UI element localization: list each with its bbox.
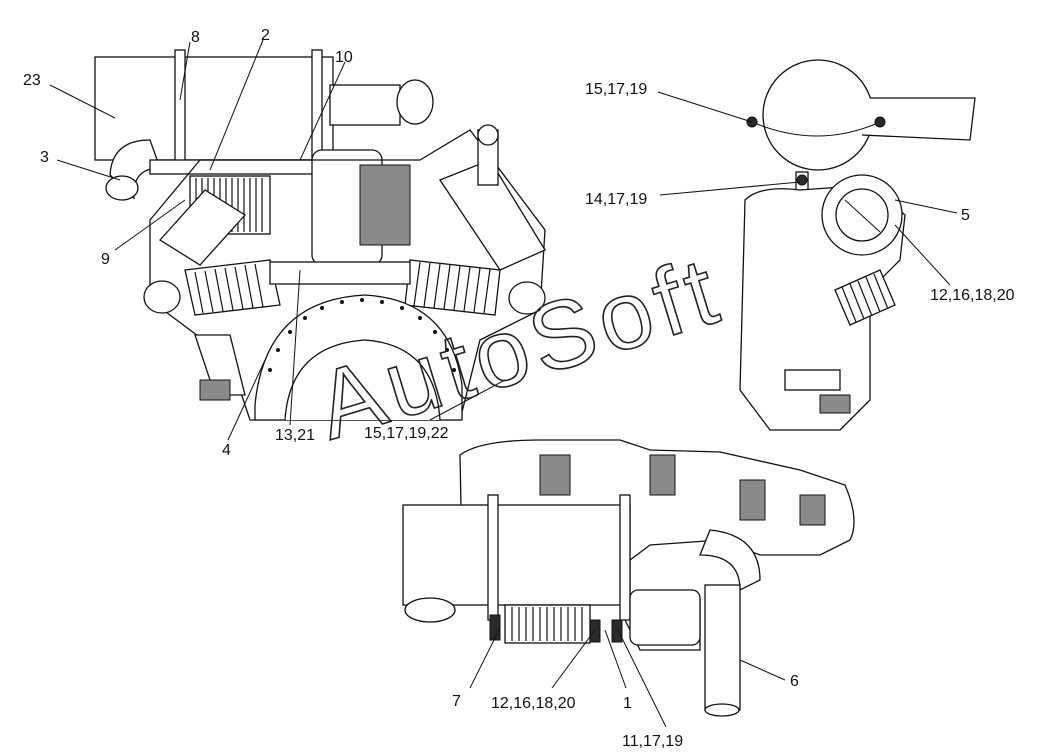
bolt-circle [268,298,456,372]
manifold-end-left [143,280,181,314]
callout-labels: 23 8 2 10 3 9 4 13,21 15,17,19,22 15,17,… [23,27,1015,750]
outlet-pipe-end [396,79,434,125]
muffler-top-view [402,504,631,606]
strap-bolt [874,116,886,128]
pipe-end-left [404,597,456,623]
side-view [739,59,976,431]
turbo-detail [359,164,411,246]
valve-cover-right [439,159,546,271]
top-detail [649,454,676,496]
rod-bolt [796,174,808,186]
callout-11-17-19: 11,17,19 [622,733,683,750]
crossover-pipe [269,261,411,285]
callout-12-16-18-20-bottom: 12,16,18,20 [491,695,576,712]
valve-cover-left [158,189,247,266]
callout-12-16-18-20-top: 12,16,18,20 [930,287,1015,304]
muffler-tail [861,97,976,141]
top-view [402,439,855,717]
muffler-strap [619,494,631,621]
side-bottom-bracket-foot [819,394,851,414]
callout-9: 9 [101,251,110,268]
tailpipe-end [704,703,740,717]
top-detail [539,454,571,496]
callout-14-17-19: 14,17,19 [585,191,647,208]
lower-sump [199,379,231,401]
flywheel-inner [284,339,441,421]
muffler-strap-side [751,121,881,137]
muffler-strap [174,49,186,171]
manifold-end-right [508,281,546,315]
top-detail [739,479,766,521]
callout-2: 2 [261,27,270,44]
bellows-bottom [504,604,591,644]
callout-4: 4 [222,442,231,459]
callout-15-17-19-22: 15,17,19,22 [364,425,449,442]
callout-10: 10 [335,49,353,66]
muffler-strap [487,494,499,621]
callout-13-21: 13,21 [275,427,315,444]
bellows-lower-left [184,259,281,316]
engine-block-front [149,129,546,421]
outlet-elbow [699,529,761,592]
bellows-side [834,269,896,326]
oil-filler-cap [477,124,499,146]
front-view [94,49,546,421]
clamp [489,614,501,641]
outlet-pipe [329,84,401,126]
callout-23: 23 [23,72,41,89]
callout-8: 8 [191,29,200,46]
pipe-flange [105,175,139,201]
callout-3: 3 [40,149,49,166]
clamp [611,619,623,643]
turbo-top-view [629,589,701,646]
clamp [589,619,601,643]
bellows-lower-right [404,259,501,316]
muffler-end-view [762,59,874,171]
callout-15-17-19: 15,17,19 [585,81,647,98]
callout-7: 7 [452,693,461,710]
leader-lines [49,39,958,728]
callout-5: 5 [961,207,970,224]
callout-1: 1 [623,695,632,712]
tailpipe [704,584,741,711]
side-bottom-bracket [784,369,841,391]
top-detail [799,494,826,526]
callout-6: 6 [790,673,799,690]
support-bracket [194,334,246,396]
